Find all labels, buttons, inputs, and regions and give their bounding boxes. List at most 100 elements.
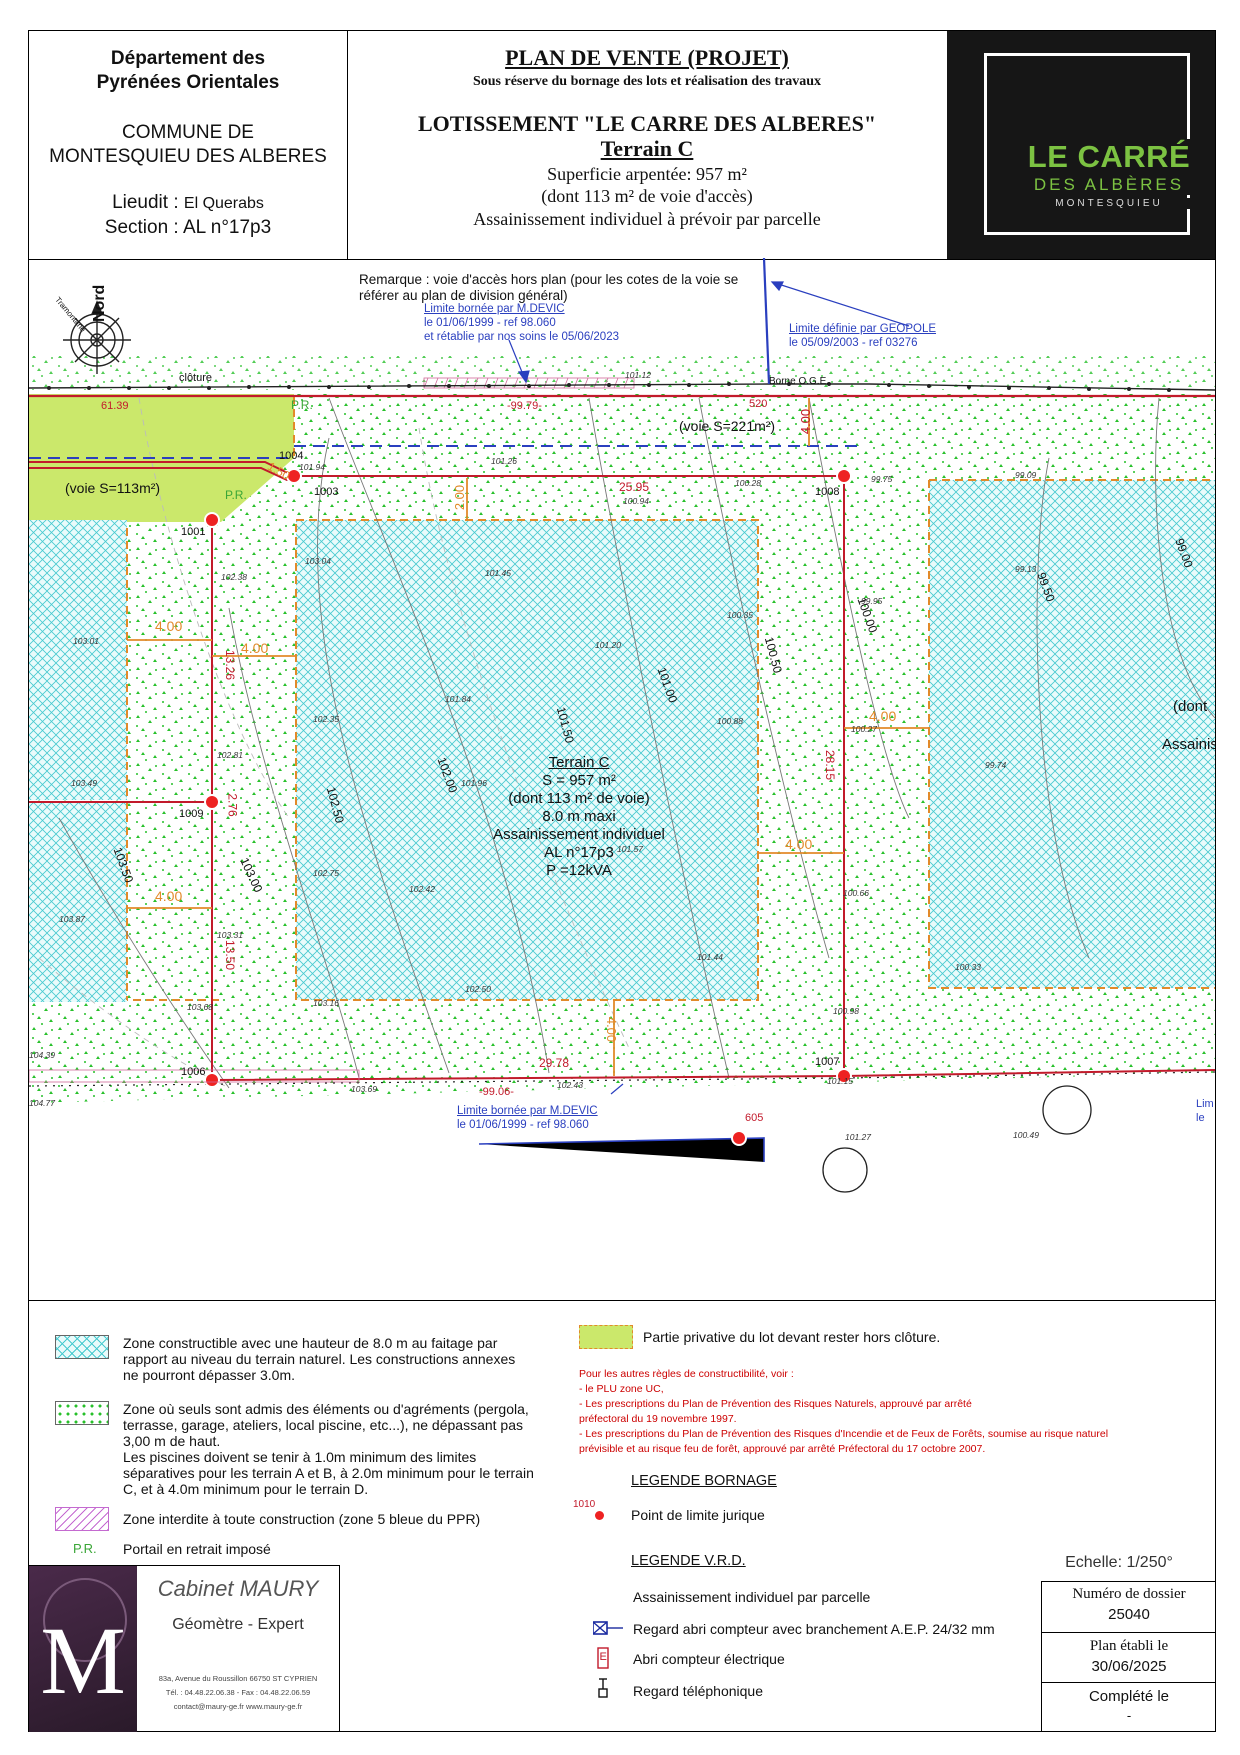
logo-line2: DES ALBÈRES	[1014, 175, 1204, 195]
pr-left-label: P.R.	[225, 488, 247, 502]
pr-top-label: P.R.	[291, 398, 313, 412]
geopole-note: Limite définie par GEOPOLE le 05/09/2003…	[789, 323, 937, 349]
telephone-box-icon	[598, 1678, 608, 1698]
plan-title: PLAN DE VENTE (PROJET)	[505, 45, 789, 70]
devic-top-note: Limite bornée par M.DEVIC le 01/06/1999 …	[424, 303, 619, 343]
dim-4-00-vert: 4.00	[798, 408, 814, 435]
legend-regles-3: préfectoral du 19 novembre 1997.	[579, 1413, 737, 1425]
legend-assain-parcelle: Assainissement individuel par parcelle	[633, 1589, 871, 1605]
electric-meter-icon: E	[597, 1647, 609, 1669]
section-ref: Section : AL n°17p3	[104, 217, 272, 238]
cabinet-logo-letter: M	[40, 1607, 126, 1714]
north-label: Nord	[91, 284, 108, 322]
legend-bornage-title: LEGENDE BORNAGE	[631, 1473, 777, 1489]
cabinet-phone: Tél. : 04.48.22.06.38 - Fax : 04.48.22.0…	[165, 1688, 311, 1697]
dim-99-06: -99.06-	[479, 1086, 514, 1098]
point-1007: 1007	[815, 1056, 840, 1068]
location-block: Département des Pyrénées Orientales COMM…	[29, 31, 348, 259]
legend-abri-elec: Abri compteur électrique	[633, 1651, 785, 1667]
dim-25-95: 25.95	[619, 480, 650, 494]
compass	[63, 300, 131, 374]
dim-4-00-e: 4.00	[869, 708, 897, 724]
legend-regles-2: - Les prescriptions du Plan de Préventio…	[579, 1398, 972, 1410]
point-1003: 1003	[314, 486, 339, 498]
cabinet-block: M Cabinet MAURY Géomètre - Expert 83a, A…	[29, 1565, 340, 1732]
dont-voie: (dont 113 m² de voie d'accès)	[541, 186, 753, 206]
plan-info-block: PLAN DE VENTE (PROJET) Sous réserve du b…	[347, 31, 947, 259]
devic-bottom-note: Limite bornée par M.DEVIC le 01/06/1999 …	[457, 1105, 598, 1131]
dim-29-78: 29.78	[539, 1056, 570, 1070]
lotissement-name: LOTISSEMENT "LE CARRE DES ALBERES"	[417, 111, 877, 136]
legend-partie-privative: Partie privative du lot devant rester ho…	[643, 1329, 941, 1345]
department-line1: Département des	[110, 48, 266, 69]
dim-4-00-d: 4.00	[785, 836, 813, 852]
right-lot-assain: Assainis	[1162, 736, 1216, 753]
agrement-swatch	[55, 1401, 109, 1425]
agrement-zone-top	[291, 394, 1215, 478]
commune-line1: COMMUNE DE	[122, 122, 254, 143]
water-meter-icon	[593, 1621, 623, 1635]
lieudit-label: Lieudit :	[112, 192, 179, 213]
dim-2-76: 2.76	[225, 793, 240, 817]
dim-4-00-b: 4.00	[241, 640, 269, 656]
privative-swatch	[579, 1325, 633, 1349]
point-1008: 1008	[815, 486, 840, 498]
dim-4-00-f: 4.00	[604, 1016, 620, 1043]
constructible-zone-left	[29, 520, 127, 800]
plan-etabli-date: 30/06/2025	[1091, 1658, 1167, 1675]
assainissement-note: Assainissement individuel à prévoir par …	[473, 209, 821, 229]
echelle: Echelle: 1/250°	[1065, 1554, 1173, 1571]
point-605: 605	[745, 1112, 764, 1124]
legend-point-limite: Point de limite jurique	[631, 1507, 765, 1523]
complete-le-label: Complété le	[1088, 1688, 1170, 1705]
constructible-zone-left2	[29, 802, 127, 1002]
legend-regard-tel: Regard téléphonique	[633, 1683, 763, 1699]
legend-zone-interdite: Zone interdite à toute construction (zon…	[123, 1511, 481, 1527]
cabinet-name: Cabinet MAURY	[157, 1576, 319, 1601]
legend-vrd-title: LEGENDE V.R.D.	[631, 1553, 746, 1569]
dim-61-39: 61.39	[101, 400, 129, 412]
numero-dossier-value: 25040	[1108, 1606, 1150, 1623]
numero-dossier-label: Numéro de dossier	[1072, 1586, 1186, 1602]
legend-regles-1: - le PLU zone UC,	[579, 1383, 664, 1395]
complete-le-value: -	[1126, 1708, 1132, 1723]
dim-99-79: -99.79-	[507, 400, 542, 412]
boundary-point-icon	[595, 1511, 604, 1520]
private-area	[29, 394, 294, 522]
legend-point-num: 1010	[573, 1499, 596, 1510]
plan-subtitle: Sous réserve du bornage des lots et réal…	[472, 74, 822, 89]
dim-13-50: 13.50	[223, 939, 238, 971]
point-520: 520	[749, 398, 768, 410]
logo-line1: LE CARRÉ	[1014, 139, 1204, 175]
cabinet-address: 83a, Avenue du Roussillon 66750 ST CYPRI…	[158, 1674, 318, 1683]
remark-line2: référer au plan de division général)	[359, 288, 568, 303]
legend-zone-agrement-1: Zone où seuls sont admis des éléments ou…	[123, 1401, 529, 1449]
svg-text:E: E	[600, 1651, 607, 1663]
plan-etabli-label: Plan établi le	[1089, 1638, 1169, 1654]
legend-regard-aep: Regard abri compteur avec branchement A.…	[633, 1621, 995, 1637]
dim-2-00: 2.00	[452, 484, 468, 511]
point-1009: 1009	[179, 808, 204, 820]
constructible-zone-right	[929, 480, 1215, 988]
terrain-name: Terrain C	[600, 136, 694, 161]
brand-logo: LE CARRÉ DES ALBÈRES MONTESQUIEU	[947, 31, 1215, 259]
dossier-box: Numéro de dossier 25040 Plan établi le 3…	[1041, 1581, 1216, 1732]
dim-13-26: 13.26	[223, 649, 238, 681]
constructible-swatch	[55, 1335, 109, 1359]
legend-pr: P.R.	[73, 1541, 97, 1556]
constructible-zone-c	[296, 520, 758, 1000]
remark-line1: Remarque : voie d'accès hors plan (pour …	[359, 272, 739, 287]
point-1001: 1001	[181, 526, 206, 538]
cabinet-logo: M	[29, 1566, 137, 1732]
right-le: le	[1196, 1112, 1205, 1124]
cabinet-title: Géomètre - Expert	[172, 1616, 304, 1633]
terrain-c-label: Terrain C S = 957 m² (dont 113 m² de voi…	[493, 754, 665, 879]
logo-line3: MONTESQUIEU	[1014, 198, 1204, 209]
point-1006: 1006	[181, 1066, 206, 1078]
interdite-swatch	[55, 1507, 109, 1531]
superficie: Superficie arpentée: 957 m²	[547, 164, 747, 184]
right-lim: Lim	[1196, 1098, 1214, 1110]
right-lot-dont: (dont	[1173, 698, 1208, 715]
voie-top-label: (voie S=221m²)	[679, 418, 776, 434]
title-block: Département des Pyrénées Orientales COMM…	[28, 30, 1216, 260]
